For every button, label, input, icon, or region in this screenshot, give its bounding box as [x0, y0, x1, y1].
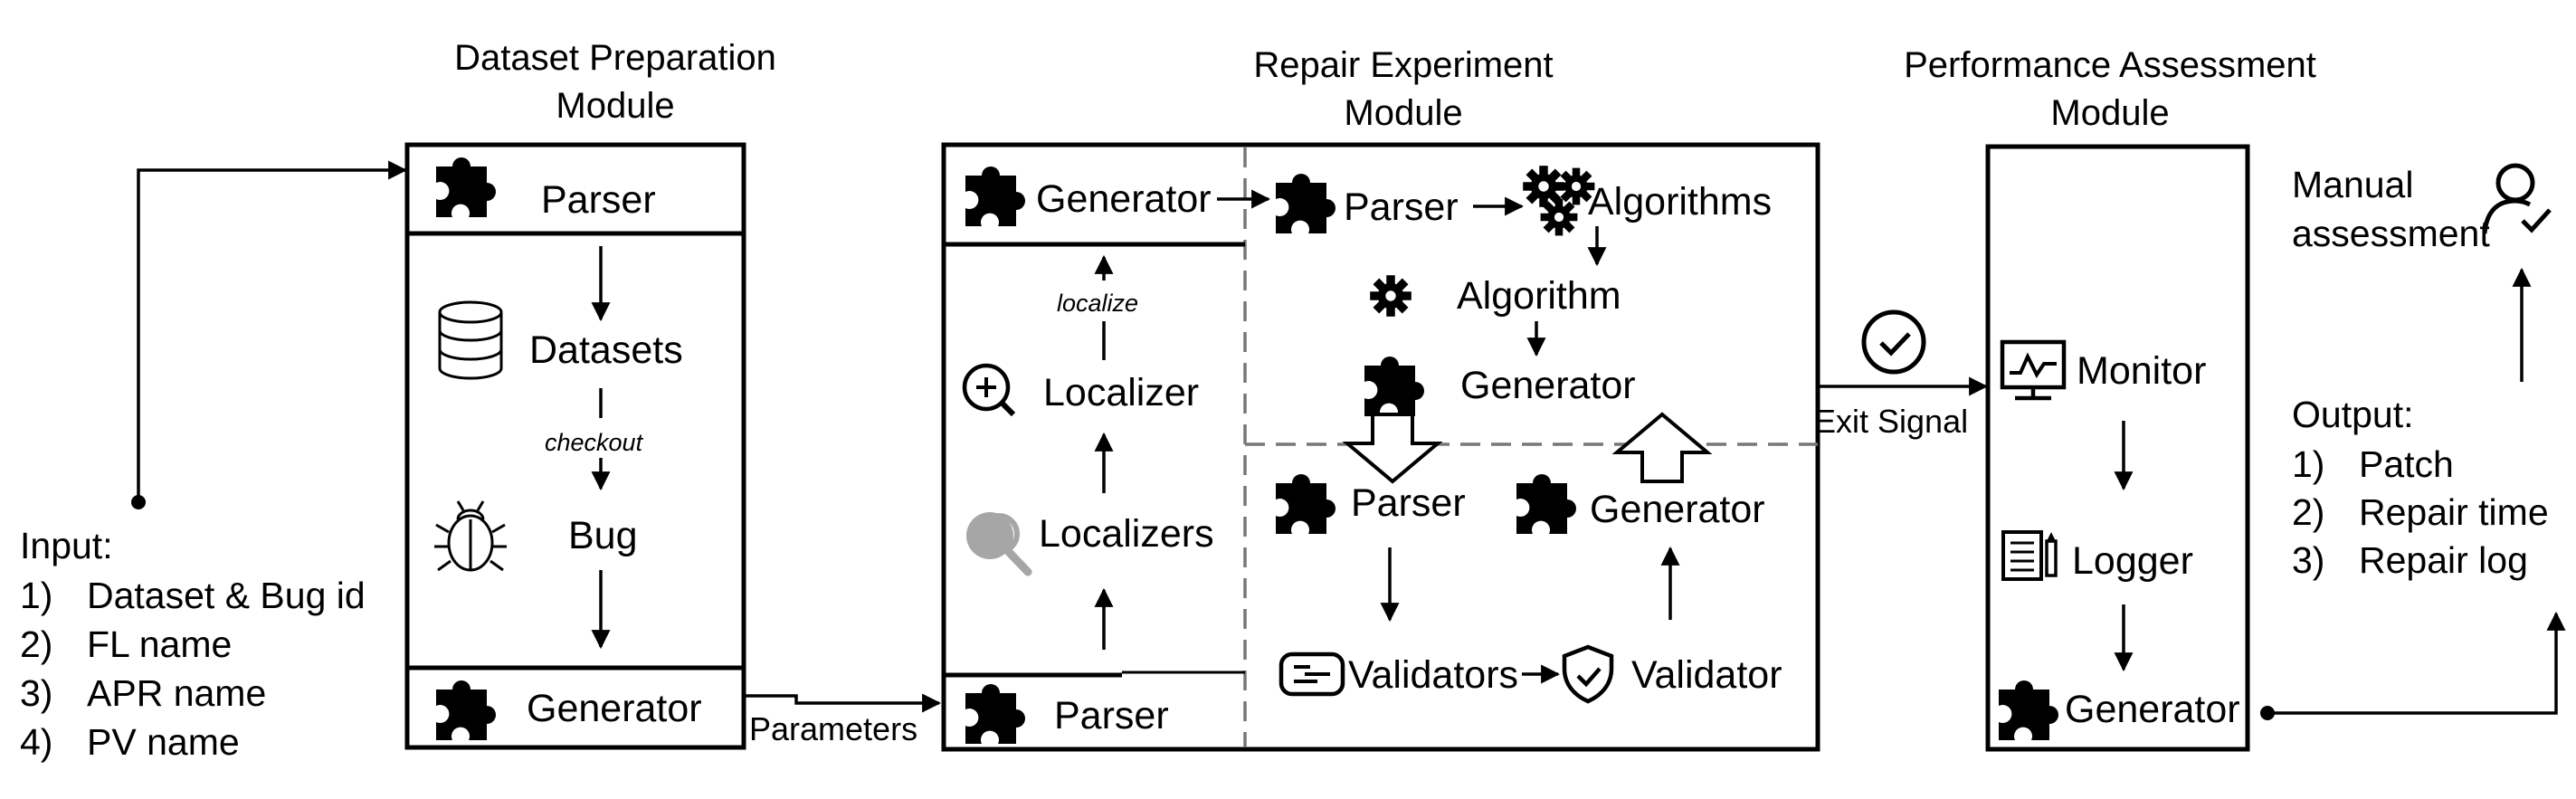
- svg-text:4): 4): [20, 721, 52, 763]
- output-connector: [2260, 611, 2566, 720]
- input-item: Dataset & Bug id: [87, 575, 366, 616]
- repair-module-title: Repair Experiment Module: [1253, 45, 1553, 133]
- repair-generator-mid-label: Generator: [1460, 364, 1636, 407]
- svg-text:1): 1): [20, 575, 52, 616]
- output-title: Output:: [2292, 394, 2413, 435]
- repair-parser-top-label: Parser: [1344, 185, 1459, 229]
- svg-text:1): 1): [2292, 443, 2324, 485]
- puzzle-icon: [965, 166, 1025, 226]
- svg-text:3): 3): [2292, 539, 2324, 581]
- puzzle-icon: [436, 157, 496, 217]
- input-list: Input: 1) Dataset & Bug id 2) FL name 3)…: [20, 525, 366, 763]
- puzzle-icon: [1999, 680, 2058, 740]
- localizer-label: Localizer: [1043, 371, 1199, 414]
- exit-signal-connector: Exit Signal: [1814, 309, 1989, 440]
- gear-icon: [1370, 275, 1412, 317]
- dataset-parser-label: Parser: [541, 178, 656, 222]
- performance-assessment-module: Monitor Logger Generator: [1985, 144, 2250, 752]
- output-item: Repair time: [2359, 491, 2549, 533]
- dataset-preparation-module: Parser Datasets checkout Bug: [404, 142, 746, 750]
- gears-icon: [1523, 166, 1595, 236]
- input-item: PV name: [87, 721, 240, 763]
- down-arrow-icon: [1342, 413, 1443, 484]
- validators-label: Validators: [1348, 653, 1518, 697]
- input-item: APR name: [87, 672, 266, 714]
- repair-parser-bottom-label: Parser: [1054, 694, 1169, 737]
- monitor-icon: [2000, 339, 2067, 401]
- manual-assessment: Manual assessment: [2292, 163, 2552, 254]
- checkout-label: checkout: [545, 429, 644, 456]
- monitor-label: Monitor: [2077, 349, 2206, 393]
- puzzle-icon: [1276, 473, 1336, 534]
- svg-text:Performance Assessment: Performance Assessment: [1904, 45, 2316, 85]
- dataset-generator-label: Generator: [527, 687, 702, 730]
- check-circle-icon: [1861, 309, 1926, 375]
- input-item: FL name: [87, 623, 232, 665]
- shield-check-icon: [1562, 644, 1614, 704]
- parameters-connector: Parameters: [744, 693, 942, 747]
- performance-module-title: Performance Assessment Module: [1904, 45, 2316, 133]
- svg-text:Dataset Preparation: Dataset Preparation: [454, 38, 776, 78]
- puzzle-icon: [1276, 173, 1336, 233]
- logger-label: Logger: [2072, 539, 2193, 583]
- input-title: Input:: [20, 525, 113, 566]
- repair-generator-top-label: Generator: [1036, 177, 1212, 221]
- user-check-icon: [2482, 163, 2552, 234]
- algorithm-label: Algorithm: [1457, 274, 1621, 318]
- localize-label: localize: [1057, 290, 1138, 317]
- localizers-label: Localizers: [1039, 512, 1214, 556]
- datasets-label: Datasets: [529, 328, 683, 372]
- svg-text:assessment: assessment: [2292, 213, 2490, 254]
- puzzle-icon: [1364, 356, 1424, 416]
- output-item: Repair log: [2359, 539, 2528, 581]
- dataset-module-title: Dataset Preparation Module: [454, 38, 776, 126]
- exit-signal-label: Exit Signal: [1814, 403, 1968, 440]
- list-icon: [1278, 652, 1345, 697]
- puzzle-icon: [436, 680, 496, 740]
- svg-text:Repair Experiment: Repair Experiment: [1253, 45, 1553, 85]
- zoom-in-icon: [962, 363, 1016, 417]
- bug-label: Bug: [568, 514, 638, 557]
- svg-text:Module: Module: [556, 86, 674, 126]
- svg-text:Module: Module: [1344, 93, 1462, 133]
- puzzle-icon: [965, 683, 1025, 744]
- bug-icon: [434, 500, 507, 572]
- output-item: Patch: [2359, 443, 2454, 485]
- svg-text:2): 2): [2292, 491, 2324, 533]
- puzzle-icon: [1516, 473, 1576, 534]
- up-arrow-icon: [1611, 412, 1713, 483]
- repair-experiment-module: Generator localize Localizer Localizers …: [941, 142, 1820, 752]
- svg-text:3): 3): [20, 672, 52, 714]
- performance-generator-label: Generator: [2065, 688, 2240, 731]
- output-list: Output: 1) Patch 2) Repair time 3) Repai…: [2292, 394, 2549, 581]
- repair-parser-lower-label: Parser: [1351, 481, 1466, 525]
- svg-text:Manual: Manual: [2292, 164, 2413, 205]
- document-icon: [2001, 530, 2058, 581]
- database-icon: [438, 300, 503, 380]
- algorithms-label: Algorithms: [1588, 180, 1772, 224]
- validator-label: Validator: [1631, 653, 1782, 697]
- parameters-label: Parameters: [749, 710, 917, 747]
- svg-text:Module: Module: [2050, 93, 2169, 133]
- repair-generator-lower-label: Generator: [1590, 488, 1765, 531]
- input-connector: [131, 160, 408, 509]
- search-icon: [966, 512, 1032, 576]
- svg-text:2): 2): [20, 623, 52, 665]
